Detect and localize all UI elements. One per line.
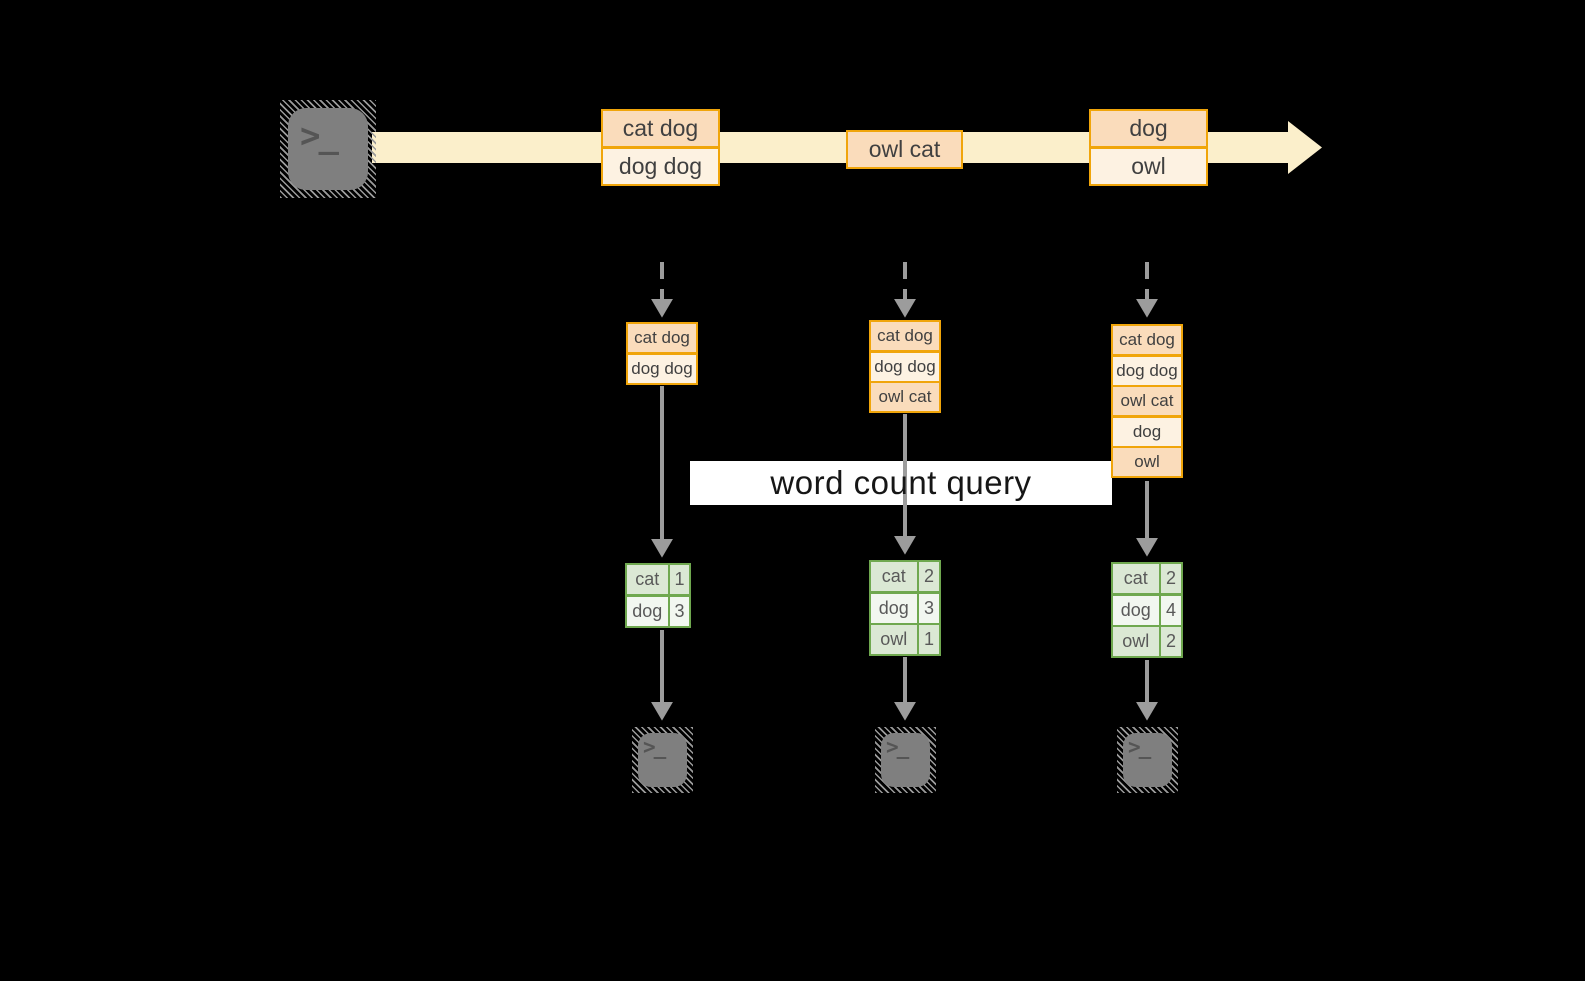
count-value-cell: 1 <box>919 625 939 654</box>
terminal-prompt-glyph: >_ <box>1128 735 1151 759</box>
stream-event-line: owl cat <box>848 132 961 167</box>
sink-terminal-icon-2: >_ <box>875 727 936 793</box>
buffered-record: dog dog <box>628 354 696 383</box>
source-terminal-icon: >_ <box>280 100 376 198</box>
count-word-cell: dog <box>1113 595 1159 625</box>
stream-event-line: dog <box>1091 111 1206 146</box>
query-label: word count query <box>770 464 1032 501</box>
terminal-face <box>1123 733 1172 787</box>
count-value-cell: 3 <box>919 593 939 623</box>
terminal-prompt-glyph: >_ <box>300 116 339 156</box>
count-value-cell: 4 <box>1161 595 1181 625</box>
count-value-cell: 1 <box>670 565 689 594</box>
terminal-prompt-glyph: >_ <box>886 735 909 759</box>
buffered-record: cat dog <box>871 322 939 350</box>
count-word-cell: owl <box>871 625 917 654</box>
query-label-box <box>690 461 1112 505</box>
count-value-cell: 2 <box>919 562 939 591</box>
terminal-face <box>638 733 687 787</box>
count-word-cell: cat <box>627 565 668 594</box>
stream-event-box-2: owl cat <box>846 130 963 169</box>
terminal-face <box>881 733 930 787</box>
terminal-prompt-glyph: >_ <box>643 735 666 759</box>
stream-event-line: owl <box>1091 148 1206 184</box>
buffered-record: cat dog <box>1113 326 1181 354</box>
buffered-record: cat dog <box>628 324 696 352</box>
sink-terminal-icon-1: >_ <box>632 727 693 793</box>
count-value-cell: 2 <box>1161 564 1181 593</box>
count-word-cell: cat <box>1113 564 1159 593</box>
buffered-record: dog <box>1113 417 1181 446</box>
count-word-cell: owl <box>1113 627 1159 656</box>
stream-event-line: dog dog <box>603 148 718 184</box>
count-word-cell: dog <box>871 593 917 623</box>
stream-arrow-head <box>1288 121 1322 174</box>
terminal-face <box>288 108 368 190</box>
count-value-cell: 2 <box>1161 627 1181 656</box>
sink-terminal-icon-3: >_ <box>1117 727 1178 793</box>
count-word-cell: cat <box>871 562 917 591</box>
count-value-cell: 3 <box>670 596 689 626</box>
buffered-record: owl cat <box>871 383 939 411</box>
buffered-record: owl cat <box>1113 387 1181 415</box>
buffered-record: owl <box>1113 448 1181 476</box>
buffered-record: dog dog <box>871 352 939 381</box>
count-word-cell: dog <box>627 596 668 626</box>
buffered-record: dog dog <box>1113 356 1181 385</box>
stream-event-line: cat dog <box>603 111 718 146</box>
